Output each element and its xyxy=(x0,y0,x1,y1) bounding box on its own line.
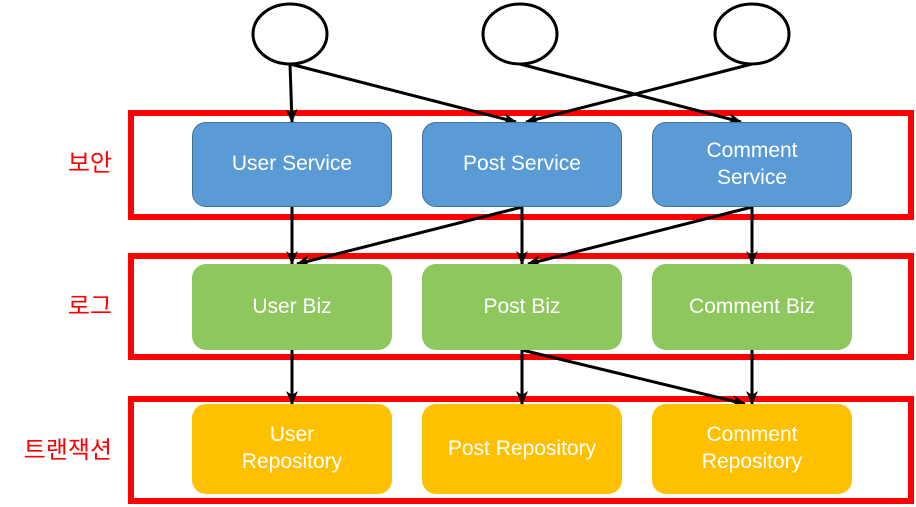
log-layer-label: 로그 xyxy=(67,293,112,320)
node-repo-comment: Comment Repository xyxy=(652,404,852,494)
actor-user-icon xyxy=(251,2,329,66)
node-service-post: Post Service xyxy=(422,122,622,207)
node-repo-post: Post Repository xyxy=(422,404,622,494)
actor-post-icon xyxy=(481,2,559,66)
node-service-user: User Service xyxy=(192,122,392,207)
node-service-comment: Comment Service xyxy=(652,122,852,207)
actor-comment-icon xyxy=(713,2,791,66)
node-repo-user: User Repository xyxy=(192,404,392,494)
transaction-layer-label: 트랜잭션 xyxy=(23,437,112,464)
node-biz-user: User Biz xyxy=(192,264,392,350)
security-layer-label: 보안 xyxy=(67,150,112,177)
node-biz-post: Post Biz xyxy=(422,264,622,350)
node-biz-comment: Comment Biz xyxy=(652,264,852,350)
